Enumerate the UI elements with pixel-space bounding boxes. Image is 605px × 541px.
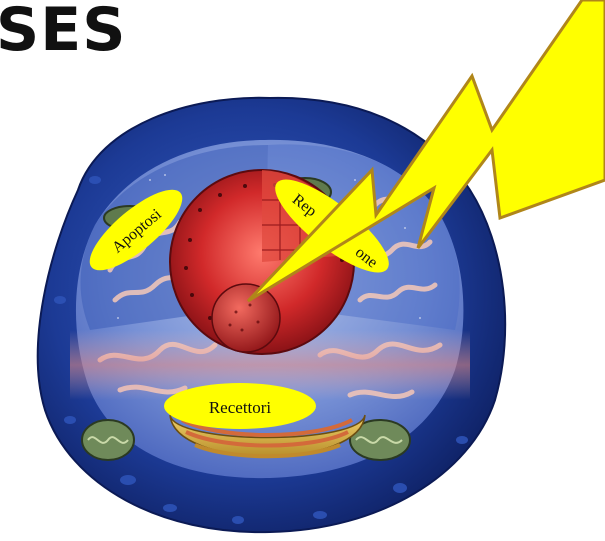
label-receptors: Recettori [209,398,272,417]
nucleolus [212,284,280,352]
